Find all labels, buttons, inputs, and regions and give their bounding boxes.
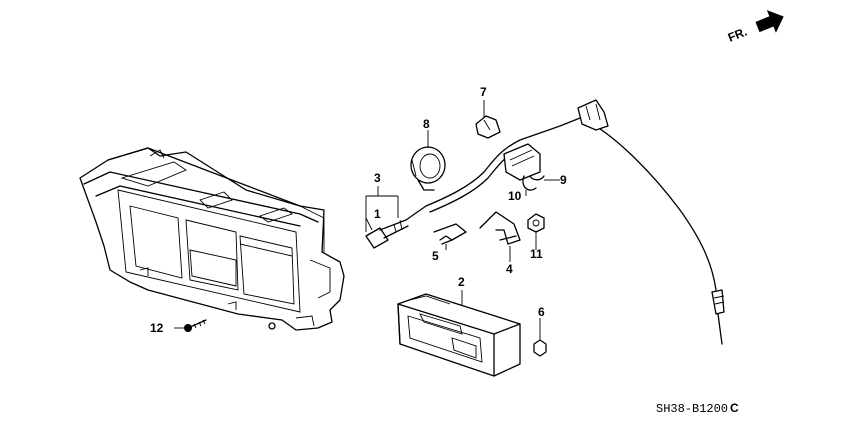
bracket-wire-part bbox=[433, 223, 467, 245]
nut-part bbox=[527, 213, 545, 233]
front-direction-marker: FR. bbox=[726, 10, 784, 45]
callout-2: 2 bbox=[458, 275, 465, 289]
callout-11: 11 bbox=[530, 247, 543, 261]
callout-10: 10 bbox=[508, 189, 522, 203]
spring-clip-part bbox=[479, 211, 521, 245]
callout-3: 3 bbox=[374, 171, 381, 185]
callout-8: 8 bbox=[423, 117, 430, 131]
diagram-code-block: SH38-B1200 C bbox=[656, 401, 739, 416]
small-nut-part bbox=[533, 339, 547, 357]
callout-5: 5 bbox=[432, 249, 439, 263]
grommet-part bbox=[410, 146, 446, 191]
callout-6: 6 bbox=[538, 305, 545, 319]
callout-9: 9 bbox=[560, 173, 567, 187]
screw-part bbox=[184, 319, 207, 332]
speedometer-cable-part bbox=[425, 99, 725, 345]
combination-meter-part bbox=[79, 147, 345, 331]
callout-12: 12 bbox=[150, 321, 164, 335]
fr-label: FR. bbox=[726, 25, 749, 45]
callout-1: 1 bbox=[374, 207, 381, 221]
control-unit-part bbox=[397, 293, 521, 377]
callout-labels: 1 2 3 4 5 6 7 8 9 10 11 12 bbox=[150, 85, 567, 335]
cable-end-part bbox=[365, 205, 427, 249]
arrow-forward-icon bbox=[755, 10, 784, 33]
diagram-code: SH38-B1200 bbox=[656, 402, 728, 416]
clip-part bbox=[475, 115, 501, 139]
clamp-part bbox=[503, 143, 545, 191]
callout-4: 4 bbox=[506, 262, 513, 276]
leader-lines bbox=[174, 100, 560, 340]
diagram-revision: C bbox=[730, 401, 739, 415]
callout-7: 7 bbox=[480, 85, 487, 99]
